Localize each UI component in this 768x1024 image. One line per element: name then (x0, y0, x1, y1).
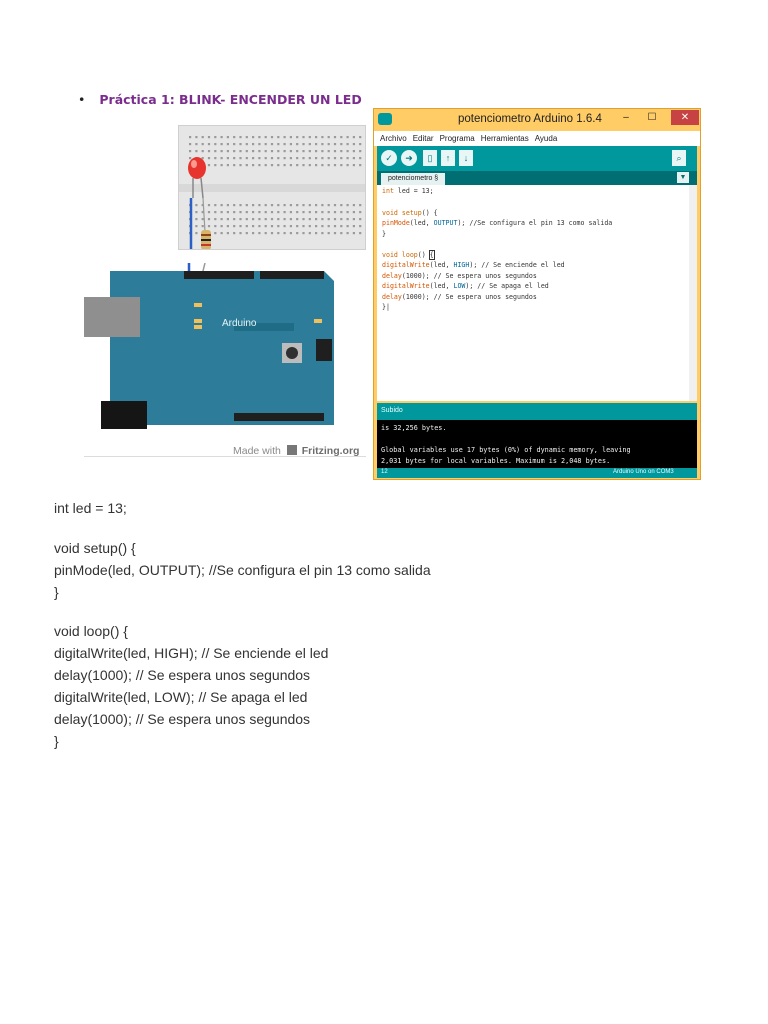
code-line-9: delay(1000); // Se espera unos segundos (382, 272, 537, 280)
fritzing-brand: Fritzing.org (301, 445, 360, 457)
minimize-button[interactable]: – (623, 112, 629, 123)
code-line-8: digitalWrite(led, HIGH); // Se enciende … (382, 261, 565, 269)
body-code-line-2: void setup() { (54, 540, 136, 556)
code-line-10: digitalWrite(led, LOW); // Se apaga el l… (382, 282, 549, 290)
menu-editar[interactable]: Editar (412, 134, 434, 143)
ide-bottom-bar: 12 Arduino Uno on COM3 (377, 468, 697, 478)
body-code-line-4: } (54, 584, 59, 600)
arduino-board-image: Arduino (84, 262, 368, 438)
code-line-3: void setup() { (382, 209, 438, 217)
menu-ayuda[interactable]: Ayuda (534, 134, 558, 143)
ide-tabbar: potenciometro § ▼ (377, 171, 697, 185)
status-text: Subido (381, 407, 403, 414)
serial-monitor-button[interactable]: ⌕ (672, 150, 686, 166)
arduino-ide-window: potenciometro Arduino 1.6.4 – ☐ ✕ Archiv… (373, 108, 701, 480)
usb-connector (84, 297, 140, 337)
menu-archivo[interactable]: Archivo (380, 134, 407, 143)
code-line-12: }| (382, 303, 390, 311)
console-line-1: is 32,256 bytes. (381, 424, 447, 432)
save-button[interactable]: ↓ (459, 150, 473, 166)
line-number: 12 (381, 469, 388, 475)
fritzing-logo-icon (286, 445, 297, 455)
code-editor[interactable]: int led = 13; void setup() { pinMode(led… (377, 185, 697, 401)
tab-menu-icon[interactable]: ▼ (677, 172, 689, 183)
ide-title: potenciometro Arduino 1.6.4 (458, 113, 602, 125)
menu-herramientas[interactable]: Herramientas (480, 134, 529, 143)
body-code-line-9: delay(1000); // Se espera unos segundos (54, 711, 311, 727)
practice-heading: • Práctica 1: BLINK- ENCENDER UN LED (78, 92, 362, 107)
verify-button[interactable]: ✓ (381, 150, 397, 166)
upload-button[interactable]: ➜ (401, 150, 417, 166)
power-jack (101, 401, 147, 429)
credit-divider (84, 456, 366, 457)
code-line-4: pinMode(led, OUTPUT); //Se configura el … (382, 219, 613, 227)
maximize-button[interactable]: ☐ (647, 112, 657, 123)
board-status: Arduino Uno on COM3 (613, 469, 674, 475)
console-line-3: Global variables use 17 bytes (0%) of dy… (381, 446, 631, 454)
body-code-line-10: } (54, 733, 59, 749)
ide-titlebar: potenciometro Arduino 1.6.4 – ☐ ✕ (374, 109, 700, 131)
body-code-line-1: int led = 13; (54, 500, 127, 516)
code-line-1: int led = 13; (382, 187, 434, 195)
arduino-pcb (110, 271, 334, 425)
bullet: • (78, 92, 86, 107)
breadboard-image (178, 125, 366, 267)
heading-text: Práctica 1: BLINK- ENCENDER UN LED (99, 92, 362, 107)
body-code-line-3: pinMode(led, OUTPUT); //Se configura el … (54, 562, 431, 578)
made-with-text: Made with (233, 445, 281, 457)
arduino-app-icon (378, 113, 392, 125)
reset-button-icon (286, 347, 298, 359)
body-code-line-7: delay(1000); // Se espera unos segundos (54, 667, 311, 683)
ide-console: is 32,256 bytes. Global variables use 17… (377, 420, 697, 468)
arduino-svg: Arduino (84, 262, 334, 429)
body-code-line-6: digitalWrite(led, HIGH); // Se enciende … (54, 645, 329, 661)
ide-toolbar: ✓ ➜ ▯ ↑ ↓ ⌕ (377, 146, 697, 171)
code-line-11: delay(1000); // Se espera unos segundos (382, 293, 537, 301)
ide-status-bar: Subido (377, 403, 697, 420)
new-button[interactable]: ▯ (423, 150, 437, 166)
ide-menubar: Archivo Editar Programa Herramientas Ayuda (374, 131, 700, 146)
editor-scrollbar[interactable] (689, 185, 697, 401)
tab-potenciometro[interactable]: potenciometro § (381, 173, 446, 185)
led-icon (188, 157, 206, 179)
arduino-label: Arduino (222, 318, 257, 329)
body-code-line-8: digitalWrite(led, LOW); // Se apaga el l… (54, 689, 308, 705)
close-button[interactable]: ✕ (671, 110, 699, 125)
fritzing-credit: Made with Fritzing.org (233, 445, 359, 457)
open-button[interactable]: ↑ (441, 150, 455, 166)
body-code-line-5: void loop() { (54, 623, 128, 639)
menu-programa[interactable]: Programa (439, 134, 475, 143)
code-line-5: } (382, 230, 386, 238)
console-line-4: 2,031 bytes for local variables. Maximum… (381, 457, 611, 465)
breadboard-svg (179, 136, 365, 267)
code-line-7: void loop() { (382, 250, 435, 260)
